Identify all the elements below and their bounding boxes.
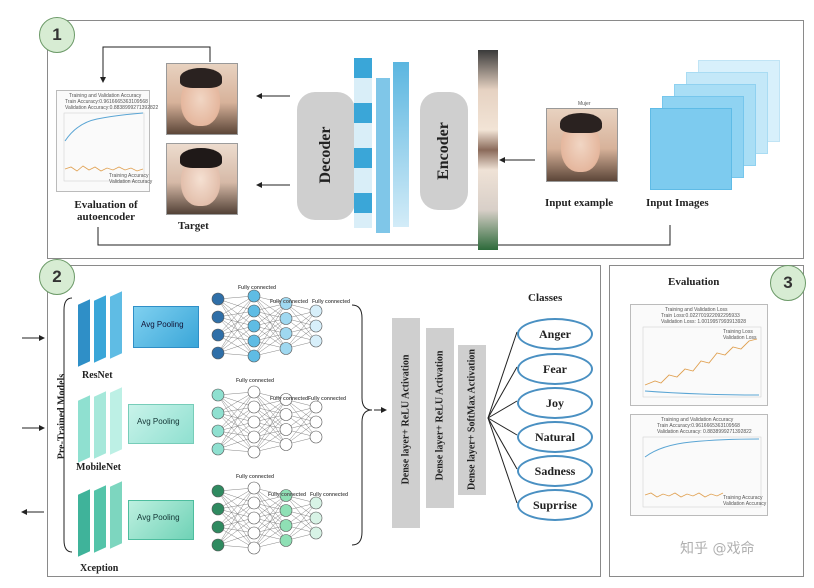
chart-title: Training and Validation Accuracy <box>69 93 142 99</box>
encoder-label: Encoder <box>435 122 452 180</box>
loss-chart-legend1: Training Loss <box>723 329 753 335</box>
watermark: 知乎 @戏命 <box>680 541 755 557</box>
model-name-mobilenet: MobileNet <box>76 462 121 473</box>
loss-chart-sub1: Train Loss:0.022701922092295933 <box>661 313 740 319</box>
class-suprrise: Suprrise <box>517 489 593 521</box>
resnet-avg-pooling-label: Avg Pooling <box>141 320 184 329</box>
dense-layer-3 <box>458 345 486 495</box>
loss-chart-title: Training and Validation Loss <box>665 307 728 313</box>
evaluation-autoencoder-label: Evaluation of autoencoder <box>74 199 138 223</box>
model-name-resnet: ResNet <box>82 370 113 381</box>
fc-label-1a: Fully connected <box>238 285 277 291</box>
accuracy-chart-legend1: Training Accuracy <box>723 495 763 501</box>
autoencoder-accuracy-chart: Training and Validation Accuracy Train A… <box>56 90 158 192</box>
encoder-block <box>420 92 468 210</box>
xception-avg-pooling-label: Avg Pooling <box>137 513 180 522</box>
dense-layer-1 <box>392 318 420 528</box>
resnet-avg-pooling: Avg Pooling <box>133 306 199 348</box>
loss-chart-sub2: Validation Loss: 1.0019957993913928 <box>661 319 746 325</box>
fc-label-1b: Fully connected <box>270 299 309 305</box>
decoder-label: Decoder <box>317 126 334 184</box>
reconstructed-photo <box>166 63 238 135</box>
input-example-photo <box>546 108 618 182</box>
fc-label-3c: Fully connected <box>310 492 349 498</box>
accuracy-chart-sub2: Validation Accuracy: 0.8838999271392822 <box>657 429 752 435</box>
mobilenet-avg-pooling-label: Avg Pooling <box>137 417 180 426</box>
loss-chart-legend2: Validation Loss <box>723 335 757 341</box>
target-label: Target <box>178 220 209 232</box>
model-name-xception: Xception <box>80 563 119 574</box>
accuracy-chart-legend2: Validation Accuracy <box>723 501 767 507</box>
mobilenet-avg-pooling: Avg Pooling <box>128 404 194 444</box>
target-photo <box>166 143 238 215</box>
chart-lines <box>63 112 145 182</box>
accuracy-chart-sub1: Train Accuracy:0.9616665363109568 <box>657 423 740 429</box>
class-natural: Natural <box>517 421 593 453</box>
input-images-stack <box>650 60 780 190</box>
accuracy-chart: Training and Validation Accuracy Train A… <box>630 414 768 516</box>
dense-layer-1-label: Dense layer+ ReLU Activation <box>400 354 412 485</box>
loss-chart-lines <box>642 326 762 398</box>
badge-1: 1 <box>39 17 75 53</box>
fc-label-2c: Fully connected <box>308 396 347 402</box>
badge-3: 3 <box>770 265 806 301</box>
loss-chart: Training and Validation Loss Train Loss:… <box>630 304 768 406</box>
fc-label-3b: Fully connected <box>268 492 307 498</box>
fc-label-2a: Fully connected <box>236 378 275 384</box>
class-joy: Joy <box>517 387 593 419</box>
input-images-label: Input Images <box>646 197 709 209</box>
class-anger: Anger <box>517 318 593 350</box>
dense-layer-2 <box>426 328 454 508</box>
mobilenet-blocks <box>78 384 128 464</box>
input-example-label: Input example <box>545 197 614 209</box>
latent-column-2 <box>376 78 390 233</box>
class-fear: Fear <box>517 353 593 385</box>
accuracy-chart-title: Training and Validation Accuracy <box>661 417 734 423</box>
accuracy-chart-lines <box>642 436 762 508</box>
chart-legend-2: Validation Accuracy <box>109 179 153 185</box>
fc-label-2b: Fully connected <box>270 396 309 402</box>
resnet-blocks <box>78 288 128 368</box>
dense-layer-3-label: Dense layer+ SoftMax Activation <box>466 349 478 490</box>
fc-label-1c: Fully connected <box>312 299 351 305</box>
xception-blocks <box>78 478 128 560</box>
input-example-title: Mujer <box>578 101 591 107</box>
xception-avg-pooling: Avg Pooling <box>128 500 194 540</box>
chart-subtitle-1: Train Accuracy:0.9616665363109568 <box>65 99 148 105</box>
class-sadness: Sadness <box>517 455 593 487</box>
dense-layer-2-label: Dense layer+ ReLU Activation <box>434 350 446 481</box>
chart-legend-1: Training Accuracy <box>109 173 149 179</box>
latent-column-1 <box>354 58 372 228</box>
image-patch-strip <box>478 50 498 250</box>
fc-label-3a: Fully connected <box>236 474 275 480</box>
chart-subtitle-2: Validation Accuracy:0.8838999271392822 <box>65 105 159 111</box>
latent-column-3 <box>393 62 409 227</box>
decoder-block <box>297 92 355 220</box>
pretrained-models-label: Pre-Trained Models <box>56 373 68 460</box>
badge-2: 2 <box>39 259 75 295</box>
evaluation-title: Evaluation <box>668 276 720 288</box>
classes-title: Classes <box>528 292 563 304</box>
